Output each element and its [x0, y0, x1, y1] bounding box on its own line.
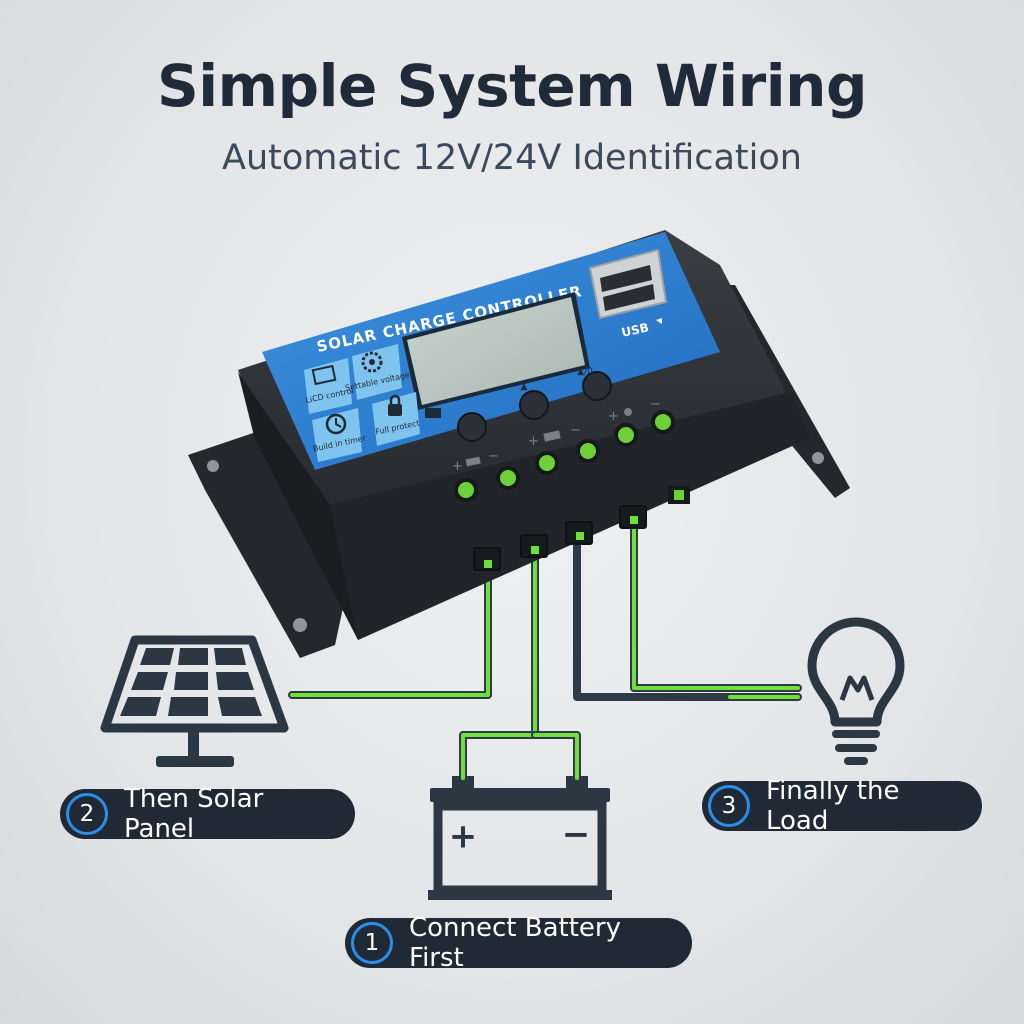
svg-text:▲/0: ▲/0: [577, 367, 593, 377]
page-title: Simple System Wiring: [157, 52, 867, 120]
battery-plus-sign: +: [449, 817, 478, 857]
terminal-screws: [454, 410, 690, 504]
step-3-text: Finally the Load: [766, 776, 900, 836]
svg-text:−: −: [488, 449, 499, 464]
battery-wire-positive: [459, 551, 539, 782]
svg-text:+: +: [528, 434, 539, 449]
solar-panel-icon: [100, 635, 289, 767]
usb-label: USB: [620, 320, 650, 339]
step-2-text: Then Solar Panel: [124, 784, 264, 844]
svg-text:+: +: [452, 459, 463, 474]
svg-text:−: −: [570, 423, 581, 438]
page-subtitle: Automatic 12V/24V Identification: [222, 138, 802, 178]
battery-terminal-icon: [543, 430, 561, 442]
menu-button[interactable]: [425, 408, 487, 442]
left-mounting-flange: [188, 430, 350, 658]
svg-text:+: +: [608, 409, 619, 424]
solar-wire: [288, 561, 492, 699]
battery-minus-sign: −: [562, 815, 591, 855]
load-wire-2: [630, 521, 802, 692]
step-1-pill: 1 Connect Battery First: [345, 913, 692, 973]
step-3-number: 3: [708, 785, 750, 827]
wire-ports: [473, 505, 647, 571]
lock-icon: [388, 404, 402, 416]
step-2-pill: 2 Then Solar Panel: [60, 784, 355, 844]
svg-text:▲: ▲: [521, 382, 528, 392]
step-1-number: 1: [351, 922, 393, 964]
lcd-screen: [407, 297, 585, 405]
feature-gear: Settable voltage: [344, 344, 411, 400]
down-power-button[interactable]: ▲/0: [577, 367, 612, 401]
gear-icon: [361, 351, 383, 373]
usb-icon: [656, 318, 662, 324]
feature-clock: Build in timer: [312, 408, 367, 462]
light-bulb-icon: [807, 617, 905, 765]
clock-icon: [325, 413, 347, 435]
step-2-number: 2: [66, 793, 108, 835]
feature-chip: LiCD control: [304, 358, 354, 414]
svg-text:−: −: [650, 397, 661, 412]
battery-icon: + −: [428, 776, 612, 900]
up-button[interactable]: ▲: [519, 382, 549, 420]
load-wire-1: [573, 536, 802, 701]
solar-terminal-icon: [465, 456, 481, 467]
usb-ports: USB: [588, 248, 668, 340]
charge-controller: SOLAR CHARGE CONTROLLER LiCD control Set…: [188, 230, 850, 658]
step-1-text: Connect Battery First: [409, 913, 621, 973]
battery-wire-negative: [531, 731, 581, 782]
step-3-pill: 3 Finally the Load: [702, 776, 982, 836]
load-terminal-icon: [624, 408, 632, 416]
chip-icon: [311, 364, 337, 386]
wires: [288, 521, 802, 782]
feature-lock: Full protect: [372, 392, 420, 446]
